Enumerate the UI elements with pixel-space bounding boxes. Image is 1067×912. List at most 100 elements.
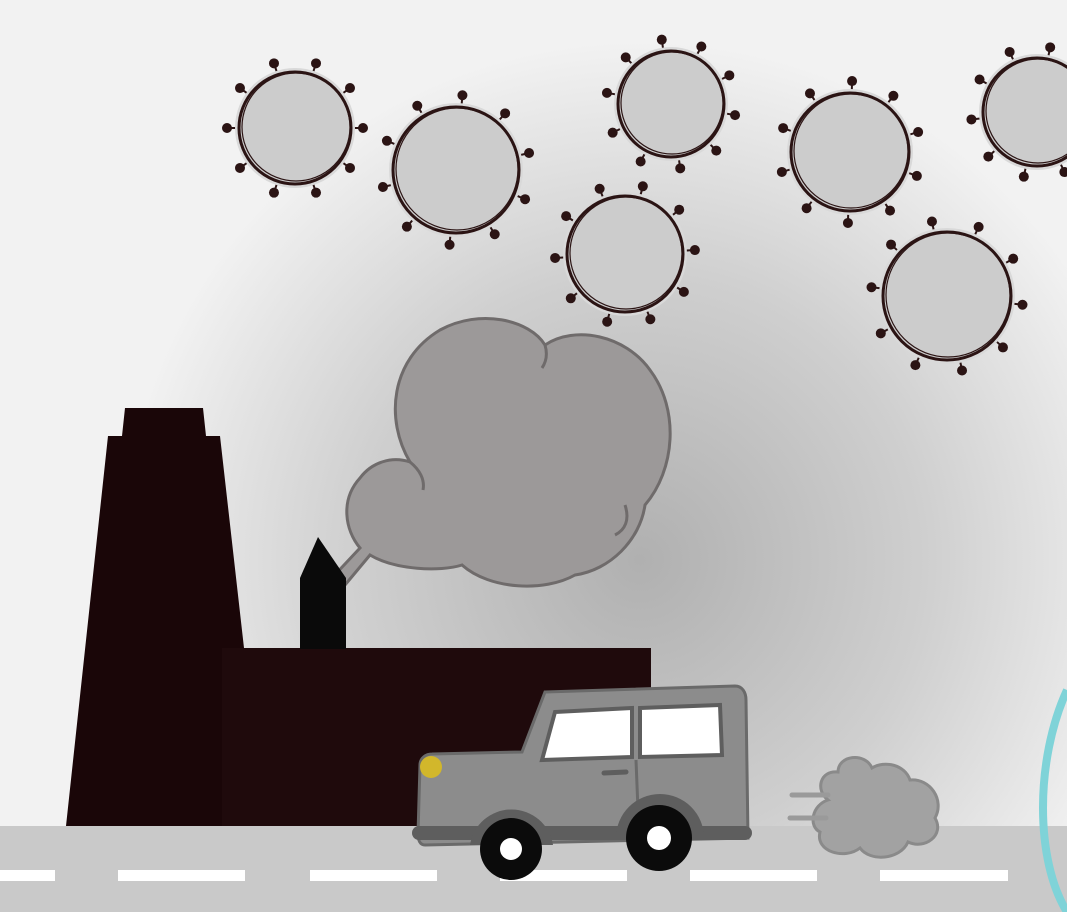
virus-spike-tip	[524, 148, 535, 159]
virus	[222, 58, 368, 198]
virus-spike-tip	[234, 83, 245, 94]
virus-spike-tip	[358, 123, 368, 133]
virus	[866, 216, 1028, 376]
virus	[966, 42, 1067, 182]
virus-spike-tip	[234, 162, 245, 173]
virus-outline-inner	[241, 72, 351, 182]
virus-spike-tip	[974, 74, 985, 85]
virus	[377, 90, 535, 250]
car-front-window	[539, 705, 634, 763]
virus-spike-tip	[913, 127, 924, 138]
lane-dash	[310, 870, 437, 881]
virus-outline-inner	[395, 107, 519, 231]
virus-spike-tip	[885, 205, 896, 216]
virus-spike-tip	[847, 76, 858, 87]
virus-spike-tip	[381, 135, 392, 146]
virus-spike-tip	[911, 170, 922, 181]
virus-outline-inner	[885, 232, 1011, 358]
virus-spike-tip	[444, 239, 455, 250]
virus-spike-tip	[401, 221, 412, 232]
virus-spike-tip	[561, 211, 572, 222]
virus-spike-tip	[520, 194, 531, 205]
car-exhaust-puff	[787, 756, 940, 859]
virus-spike-tip	[711, 145, 722, 156]
virus-spike-tip	[886, 239, 897, 250]
car-front-hubcap	[500, 838, 522, 860]
virus-spike-tip	[635, 156, 646, 167]
road-lane-markings	[0, 870, 1008, 881]
virus-spike-tip	[311, 187, 322, 198]
virus-spike-tip	[910, 360, 921, 371]
virus-spike-tip	[1008, 253, 1019, 264]
virus-spike-tip	[489, 229, 500, 240]
virus	[601, 34, 741, 174]
virus-spike-tip	[565, 293, 576, 304]
virus-spike-tip	[594, 183, 605, 194]
virus-spike-tip	[1045, 42, 1056, 53]
virus-spike-tip	[842, 217, 853, 228]
virus-spike-tip	[222, 123, 232, 133]
virus-body	[981, 56, 1067, 168]
virus-outline-inner	[985, 58, 1067, 164]
lane-dash	[0, 870, 55, 881]
virus-spike-tip	[345, 83, 356, 94]
virus-spike-tip	[926, 216, 937, 227]
virus-spike-tip	[377, 181, 388, 192]
virus-spike-tip	[550, 252, 561, 263]
virus-body	[391, 105, 521, 235]
virus	[550, 181, 700, 327]
virus-spike-tip	[345, 162, 356, 173]
virus-spike-tip	[601, 87, 612, 98]
factory-smoke-cloud	[327, 317, 672, 588]
virus-spike-tip	[966, 114, 977, 125]
virus-spike-tip	[724, 70, 735, 81]
virus-outline-inner	[793, 93, 909, 209]
virus-spike-tip	[412, 100, 423, 111]
virus-spike-tip	[875, 328, 886, 339]
virus-spike-tip	[678, 286, 689, 297]
virus-outline-inner	[620, 51, 724, 155]
lane-dash	[500, 870, 627, 881]
smoke-fold-line	[409, 344, 629, 537]
factory-tall-chimney	[66, 408, 244, 826]
virus-body	[881, 230, 1013, 362]
virus-spike-tip	[645, 314, 656, 325]
virus-body	[237, 70, 353, 186]
car-rear-hubcap	[647, 826, 671, 850]
cyan-edge-object	[1039, 688, 1067, 912]
virus-body	[789, 91, 911, 213]
virus-spike-tip	[957, 365, 968, 376]
virus-spike-tip	[457, 90, 468, 101]
factory-small-chimney	[300, 537, 346, 649]
virus-spike-tip	[268, 187, 279, 198]
lane-dash	[690, 870, 817, 881]
car-door-handle	[601, 769, 629, 776]
virus-spike-tip	[997, 342, 1008, 353]
virus-spike-tip	[689, 245, 700, 256]
virus-spike-tip	[801, 203, 812, 214]
virus-spike-tip	[674, 204, 685, 215]
virus-spike-tip	[620, 52, 631, 63]
virus-body	[616, 49, 726, 159]
virus-spike-tip	[1004, 46, 1015, 57]
virus	[776, 76, 924, 228]
virus-spike-tip	[888, 90, 899, 101]
lane-dash	[118, 870, 245, 881]
virus-spike-tip	[776, 166, 787, 177]
virus-spike-tip	[637, 181, 648, 192]
virus-spike-tip	[675, 163, 686, 174]
virus-spike-tip	[866, 282, 877, 293]
virus-spike-tip	[730, 110, 741, 121]
virus-spike-tip	[1018, 171, 1029, 182]
virus-spike-tip	[311, 58, 322, 69]
lane-dash	[880, 870, 1008, 881]
virus-spike-tip	[696, 41, 707, 52]
virus-spike-tip	[778, 123, 789, 134]
virus-outline-inner	[569, 196, 683, 310]
virus-spike-tip	[268, 58, 279, 69]
virus-spike-tip	[1059, 167, 1067, 178]
virus-group	[222, 34, 1067, 376]
virus-spike-tip	[983, 151, 994, 162]
virus-spike-tip	[656, 34, 667, 45]
